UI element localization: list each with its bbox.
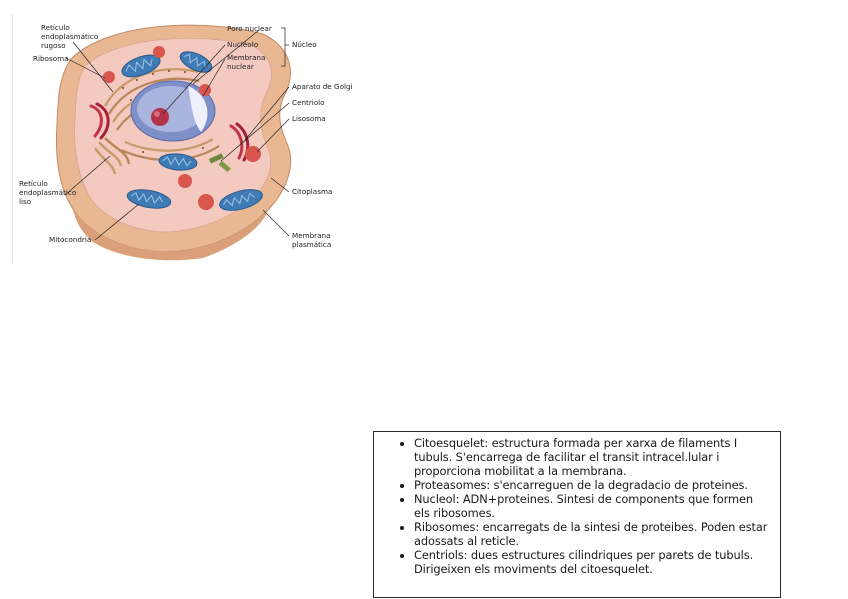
note-ribosomes: Ribosomes: encarregats de la sintesi de … bbox=[414, 520, 772, 548]
label-citoplasma: Citoplasma bbox=[292, 187, 332, 196]
notes-list: Citoesquelet: estructura formada per xar… bbox=[380, 436, 772, 576]
label-membrana-nuclear: Membrana nuclear bbox=[227, 53, 268, 71]
note-centriols: Centriols: dues estructures cilindriques… bbox=[414, 548, 772, 576]
label-aparato-golgi: Aparato de Golgi bbox=[292, 82, 353, 91]
label-membrana-plasmatica: Membrana plasmática bbox=[292, 231, 333, 249]
label-ribosoma: Ribosoma bbox=[33, 54, 69, 63]
label-reticulo-rugoso: Retículo endoplasmático rugoso bbox=[41, 23, 101, 50]
note-nucleol: Nucleol: ADN+proteines. Sintesi de compo… bbox=[414, 492, 772, 520]
label-poro-nuclear: Poro nuclear bbox=[227, 24, 272, 33]
label-nucleo: Núcleo bbox=[292, 40, 317, 49]
leader-lines bbox=[64, 27, 290, 241]
centriole bbox=[208, 153, 231, 173]
nucleus bbox=[130, 80, 216, 142]
cell-diagram: Retículo endoplasmático rugoso Ribosoma … bbox=[12, 14, 361, 262]
smooth-endoplasmic-reticulum bbox=[94, 137, 131, 175]
label-mitocondria: Mitocondria bbox=[49, 235, 91, 244]
mitochondria bbox=[121, 51, 263, 211]
label-centriolo: Centriolo bbox=[292, 98, 325, 107]
label-lisosoma: Lisosoma bbox=[292, 114, 326, 123]
lysosomes bbox=[103, 46, 261, 210]
label-reticulo-liso: Retículo endoplasmático liso bbox=[19, 179, 79, 206]
note-proteasomes: Proteasomes: s'encarreguen de la degrada… bbox=[414, 478, 772, 492]
note-citoesquelet: Citoesquelet: estructura formada per xar… bbox=[414, 436, 772, 478]
diagram-labels: Retículo endoplasmático rugoso Ribosoma … bbox=[19, 23, 353, 249]
golgi-apparatus bbox=[89, 102, 250, 162]
label-nucleolo: Nucléolo bbox=[227, 40, 258, 49]
notes-box: Citoesquelet: estructura formada per xar… bbox=[373, 431, 781, 598]
